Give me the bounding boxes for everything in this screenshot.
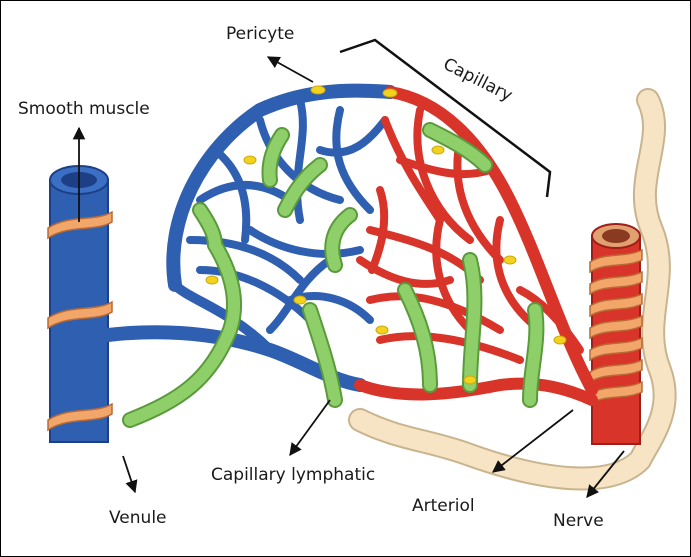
label-venule: Venule (109, 508, 167, 528)
nerve (348, 88, 677, 491)
arrow-venule (122, 455, 138, 494)
venous-capillary-bed (101, 83, 397, 392)
arterial-capillary-bed (354, 86, 598, 406)
arrow-pericyte (266, 56, 314, 83)
label-smooth-muscle: Smooth muscle (18, 99, 150, 119)
label-capillary-lymphatic: Capillary lymphatic (211, 465, 376, 485)
lymphatic-capillaries (122, 122, 545, 428)
arrow-arteriol (492, 409, 574, 473)
arrow-capillary-lymphatic (289, 399, 331, 457)
label-arteriol: Arteriol (412, 496, 475, 516)
pericytes (205, 85, 567, 385)
venule-vessel (47, 165, 113, 443)
arrow-nerve (586, 450, 625, 498)
pointer-arrows (72, 56, 625, 498)
label-pericyte: Pericyte (226, 24, 295, 44)
capillary-bracket (339, 38, 552, 198)
arteriole-vessel (589, 223, 643, 445)
label-nerve: Nerve (553, 511, 604, 531)
